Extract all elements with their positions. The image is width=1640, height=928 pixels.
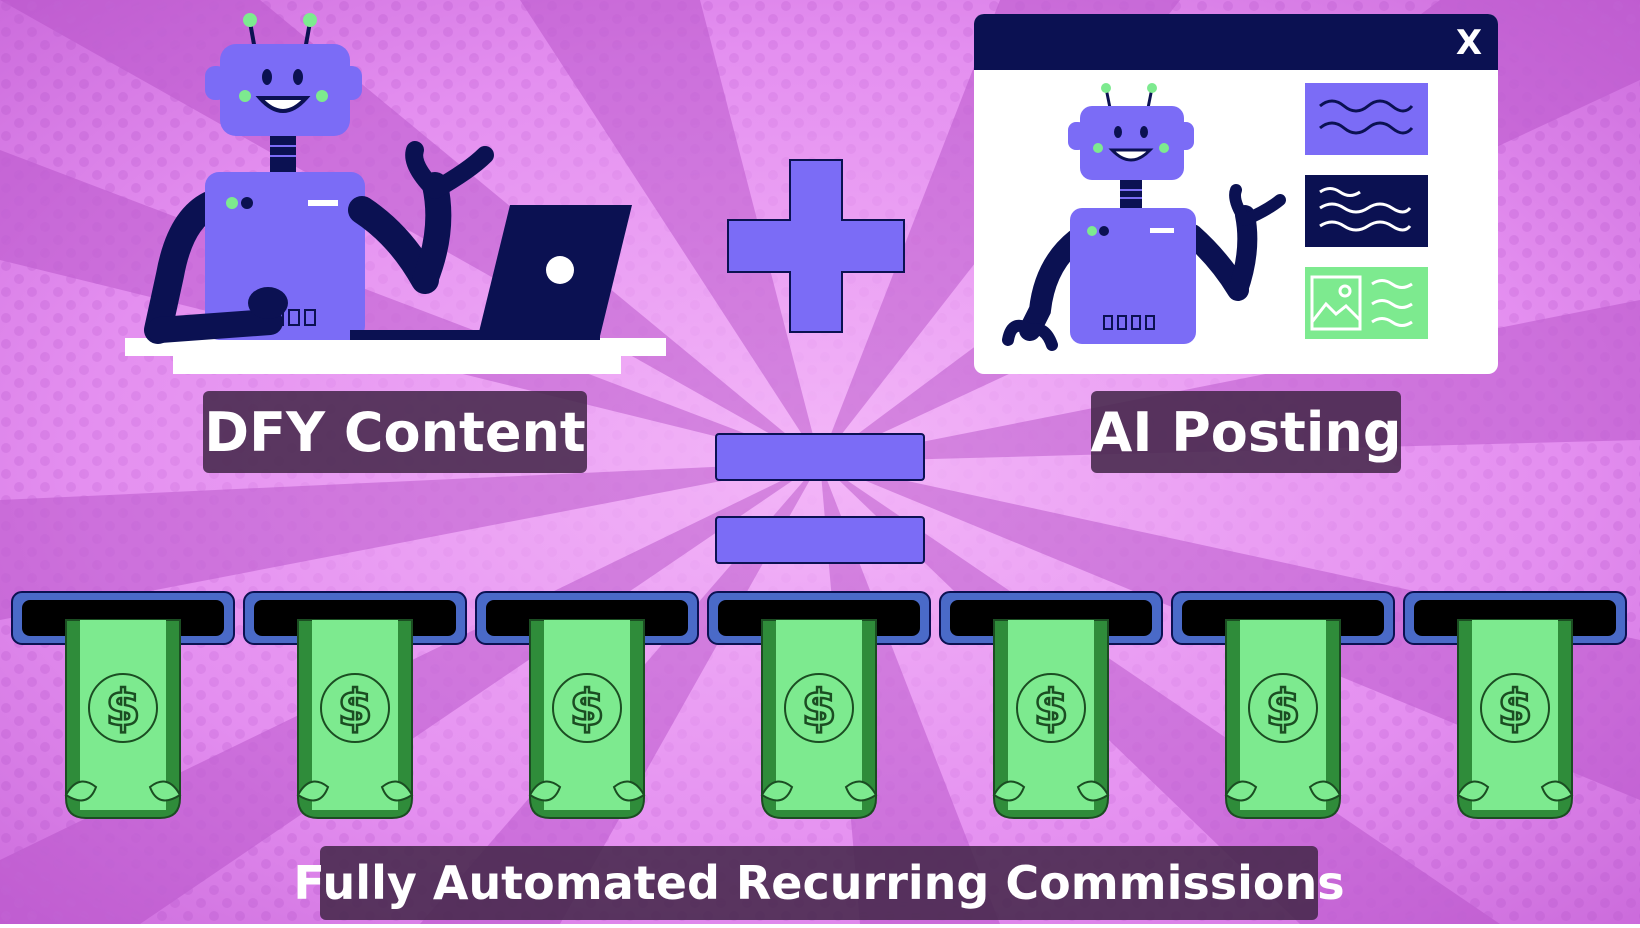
money-slot: $ [1171,591,1395,819]
desk-base [173,356,621,374]
robot-smile [255,96,311,113]
money-slot: $ [243,591,467,819]
desk-top [125,338,666,356]
dollar-sign-icon: $ [802,679,837,737]
robot-head [220,44,350,136]
dollar-sign-icon: $ [1266,679,1301,737]
dollar-coin-icon [88,673,158,743]
window-close-icon[interactable]: X [1456,23,1482,63]
antenna-ball [303,13,317,27]
dollar-coin-icon [1480,673,1550,743]
money-slot: $ [11,591,235,819]
plus-sign-icon [727,159,905,333]
dollar-sign-icon: $ [1034,679,1069,737]
money-slot: $ [475,591,699,819]
window-robot-body [1070,208,1196,344]
dollar-coin-icon [1016,673,1086,743]
dollar-coin-icon [552,673,622,743]
laptop-logo [546,256,574,284]
window-titlebar [974,14,1498,70]
ai-posting-window [974,14,1498,374]
robot-at-laptop-illustration [125,13,666,374]
post-card-text [1305,83,1428,155]
dfy-content-label: DFY Content [203,391,587,473]
dollar-sign-icon: $ [570,679,605,737]
window-robot-head [1080,106,1184,180]
equals-sign-icon [715,433,925,564]
dollar-sign-icon: $ [106,679,141,737]
dollar-coin-icon [1248,673,1318,743]
money-slot: $ [939,591,1163,819]
money-slot: $ [707,591,931,819]
money-slot: $ [1403,591,1627,819]
dollar-coin-icon [320,673,390,743]
robot-body [205,172,365,340]
fully-automated-commissions-label: Fully Automated Recurring Commissions [293,846,1345,920]
dollar-sign-icon: $ [1498,679,1533,737]
money-slot-row: $ $ $ $ $ $ $ [11,591,1627,819]
dollar-coin-icon [784,673,854,743]
ai-posting-label: AI Posting [1091,391,1401,473]
antenna-ball [243,13,257,27]
dollar-sign-icon: $ [338,679,373,737]
post-card-dark [1305,175,1428,247]
image-icon [1310,275,1362,331]
